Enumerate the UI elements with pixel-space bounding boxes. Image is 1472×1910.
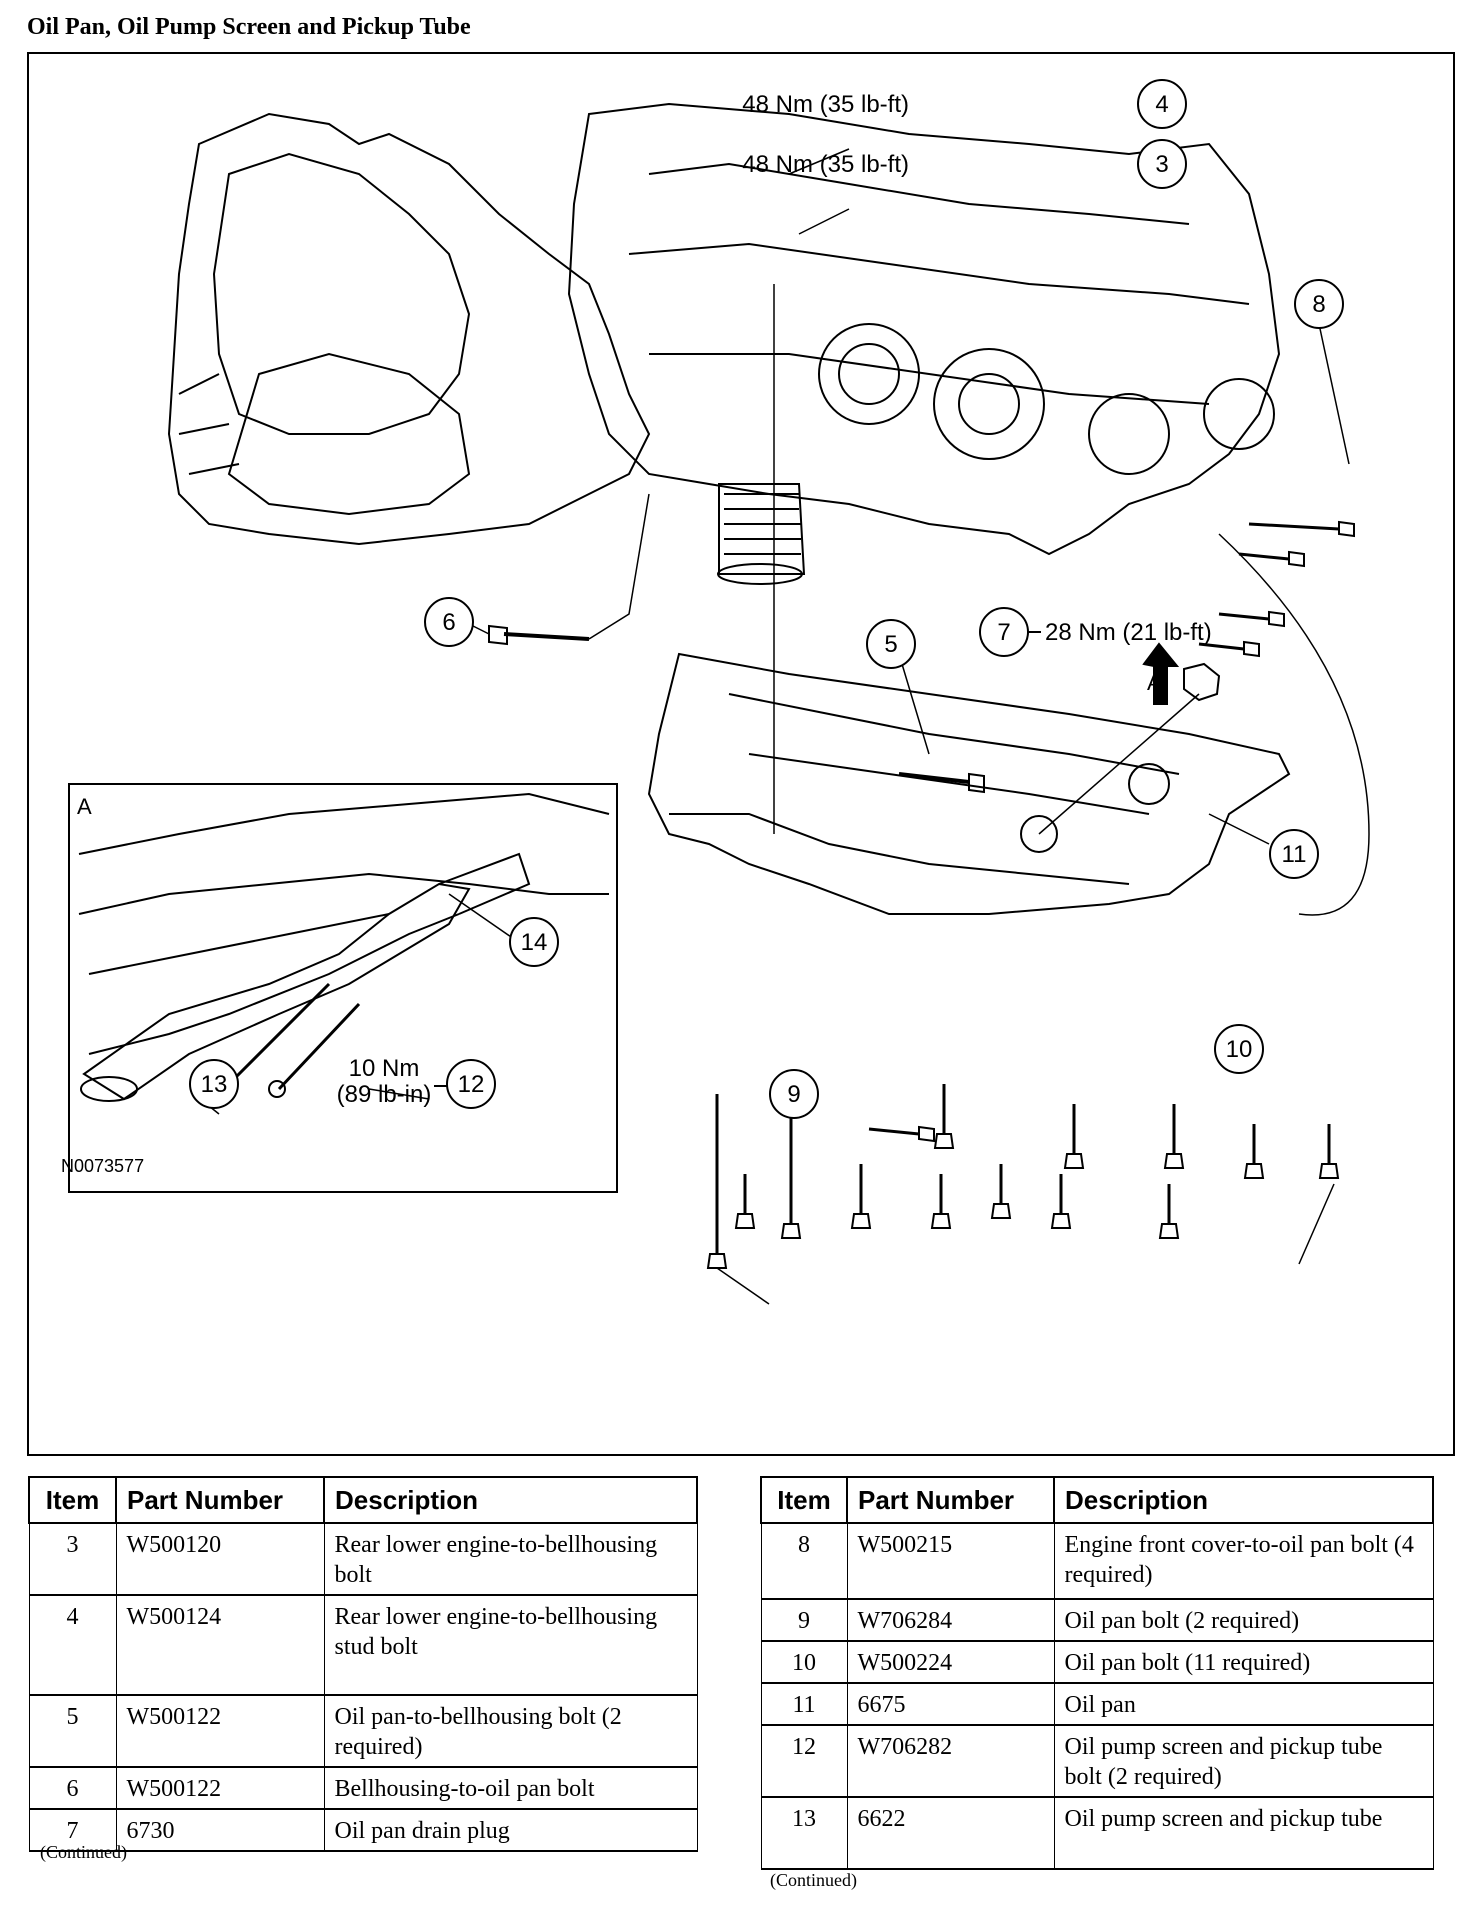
callout-14: 14 <box>509 917 559 967</box>
pickup-tube <box>82 882 471 1101</box>
table-row: 3 W500120 Rear lower engine-to-bellhousi… <box>28 1522 698 1596</box>
svg-text:14: 14 <box>521 929 548 956</box>
table-row: 8 W500215 Engine front cover-to-oil pan … <box>760 1522 1434 1600</box>
callout-4: 48 Nm (35 lb-ft) 4 <box>742 79 1187 129</box>
detail-a-label: A <box>77 794 92 819</box>
svg-text:4: 4 <box>1155 91 1168 118</box>
table-row: 6 W500122 Bellhousing-to-oil pan bolt <box>28 1766 698 1810</box>
figure-id: N0073577 <box>61 1156 144 1176</box>
detail-a-inset <box>68 783 618 1193</box>
svg-text:48 Nm (35 lb-ft): 48 Nm (35 lb-ft) <box>742 91 909 118</box>
svg-text:13: 13 <box>201 1071 228 1098</box>
continued-note-right: (Continued) <box>770 1870 857 1890</box>
callout-13: 13 <box>189 1059 239 1109</box>
callout-6: 6 <box>424 597 474 647</box>
callout-9: 9 <box>769 1069 819 1119</box>
table-row: 12 W706282 Oil pump screen and pickup tu… <box>760 1724 1434 1798</box>
header-item: Item <box>760 1476 848 1524</box>
header-item: Item <box>28 1476 117 1524</box>
table-row: 10 W500224 Oil pan bolt (11 required) <box>760 1640 1434 1684</box>
engine-block-outline <box>567 102 1281 556</box>
callout-3: 48 Nm (35 lb-ft) 3 <box>742 139 1187 189</box>
svg-text:5: 5 <box>884 631 897 658</box>
callout-11: 11 <box>1269 829 1319 879</box>
callout-12: 10 Nm (89 lb-in) 12 <box>337 1055 496 1109</box>
callout-5: 5 <box>866 619 916 669</box>
table-row: 11 6675 Oil pan <box>760 1682 1434 1726</box>
table-row: 4 W500124 Rear lower engine-to-bellhousi… <box>28 1594 698 1696</box>
svg-text:7: 7 <box>997 619 1010 646</box>
crank-pulley <box>818 323 920 425</box>
callout-7: 7 28 Nm (21 lb-ft) <box>979 607 1212 657</box>
parts-table-left: Item Part Number Description 3 W500120 R… <box>28 1476 698 1852</box>
svg-text:8: 8 <box>1312 291 1325 318</box>
view-arrow-label: A <box>1147 670 1162 695</box>
callout-10: 10 <box>1214 1024 1264 1074</box>
continued-note-left: (Continued) <box>40 1842 127 1862</box>
page-title: Oil Pan, Oil Pump Screen and Pickup Tube <box>27 14 471 40</box>
drain-plug <box>1183 662 1221 702</box>
table-row: 9 W706284 Oil pan bolt (2 required) <box>760 1598 1434 1642</box>
exploded-view-figure: 48 Nm (35 lb-ft) 4 48 Nm (35 lb-ft) 3 8 … <box>27 52 1455 1456</box>
header-description: Description <box>1053 1476 1434 1524</box>
table-row: 13 6622 Oil pump screen and pickup tube <box>760 1796 1434 1870</box>
svg-text:10 Nm: 10 Nm <box>349 1055 420 1082</box>
svg-text:9: 9 <box>787 1081 800 1108</box>
oil-filter <box>718 483 806 575</box>
svg-text:28 Nm (21 lb-ft): 28 Nm (21 lb-ft) <box>1045 619 1212 646</box>
svg-text:10: 10 <box>1226 1036 1253 1063</box>
svg-text:(89 lb-in): (89 lb-in) <box>337 1081 432 1108</box>
svg-text:12: 12 <box>458 1071 485 1098</box>
svg-text:6: 6 <box>442 609 455 636</box>
view-arrow <box>1142 642 1180 705</box>
front-cover-bolts <box>1198 520 1355 658</box>
table-row: 5 W500122 Oil pan-to-bellhousing bolt (2… <box>28 1694 698 1768</box>
header-part-number: Part Number <box>115 1476 325 1524</box>
oil-pan-bolts <box>706 1084 1340 1269</box>
table-row: 7 6730 Oil pan drain plug <box>28 1808 698 1852</box>
svg-text:11: 11 <box>1282 841 1307 868</box>
transmission-outline <box>167 112 651 546</box>
oil-pan <box>647 652 1291 915</box>
header-description: Description <box>323 1476 698 1524</box>
header-part-number: Part Number <box>846 1476 1055 1524</box>
callout-8: 8 <box>1294 279 1344 329</box>
svg-text:3: 3 <box>1155 151 1168 178</box>
engine-oil-pan-illustration: 48 Nm (35 lb-ft) 4 48 Nm (35 lb-ft) 3 8 … <box>61 79 1370 1305</box>
parts-table-right: Item Part Number Description 8 W500215 E… <box>760 1476 1434 1870</box>
svg-text:48 Nm (35 lb-ft): 48 Nm (35 lb-ft) <box>742 151 909 178</box>
